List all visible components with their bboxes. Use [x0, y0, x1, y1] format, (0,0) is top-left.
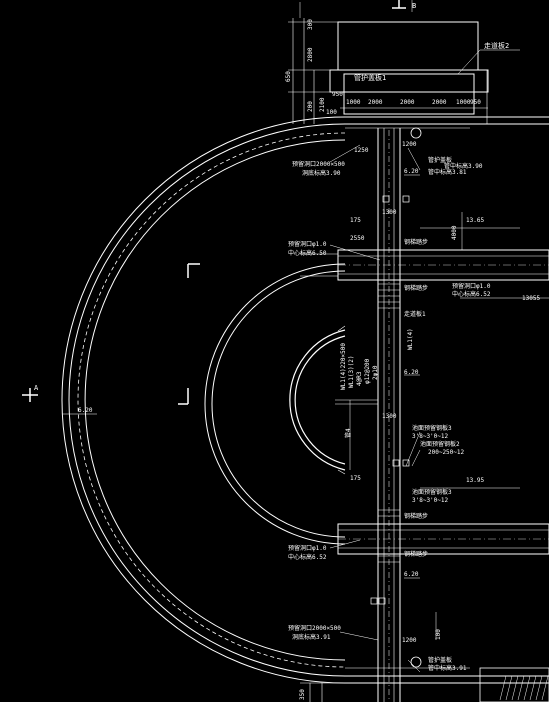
dim-2100: 2100 [319, 97, 326, 112]
pipe-mid-label-1: 池面预留钢板3 [412, 424, 452, 432]
dim-top-b: 2000 [368, 99, 383, 106]
annotations: B A 650 300 200 2800 2100 950 100 1000 2… [34, 2, 540, 700]
dim-13055: 13055 [522, 295, 540, 302]
dim-4000: 4000 [451, 225, 458, 240]
dim-2550: 2550 [350, 235, 365, 242]
pit-b-label-2: 中心标高6.50 [288, 249, 327, 257]
ladder-label-1: 钢梯踏步 [404, 238, 428, 246]
center-axis [335, 399, 378, 470]
pipe-bot-label-2: 3'8~3'0~12 [412, 497, 449, 504]
dim-top-a: 1000 [346, 99, 361, 106]
ladder-rungs [378, 283, 400, 563]
pit-e-label-2: 洞底标高3.91 [292, 633, 331, 641]
dim-175-a: 175 [350, 217, 361, 224]
elev-620-c: 6.20 [404, 571, 419, 578]
vertical-channel [370, 127, 422, 702]
ladder-label-3: 钢梯踏步 [404, 512, 428, 520]
elev-620-a: 6.20 [404, 168, 419, 175]
dimension-lines [288, 0, 488, 124]
dim-100: 100 [326, 109, 337, 116]
top-structure [329, 21, 549, 129]
dim-top-d: 2000 [432, 99, 447, 106]
dim-350: 350 [299, 689, 306, 700]
dim-300: 300 [307, 19, 314, 30]
inner-ring-wall [204, 263, 346, 545]
center-arc [289, 325, 346, 475]
walkway-bottom [337, 523, 549, 555]
pipe-top-label-1: 管护盖板 [428, 156, 452, 164]
leader-lines [62, 49, 549, 673]
dim-1365: 13.65 [466, 217, 484, 224]
dim-1300-a: 1300 [382, 209, 397, 216]
pipe-mid-label-2: 3'8~3'0~12 [412, 433, 449, 440]
pipe-cover-label: 管护盖板1 [354, 73, 386, 82]
pipe-bot-label-4: 管中标高3.91 [428, 664, 467, 672]
pit-d-label-1: 预留洞口φ1.0 [288, 544, 327, 552]
dim-top-e: 1000 [456, 99, 471, 106]
walkway-label-1: 走道板1 [404, 310, 426, 318]
dim-200: 200 [307, 101, 314, 112]
dim-175-b: 175 [350, 475, 361, 482]
round-label-1: WL1(4)220×500 [340, 343, 347, 390]
elev-620-left: 6.20 [78, 407, 93, 414]
pit-e-label-1: 预留洞口2000×500 [288, 624, 341, 632]
round-label-5: 2φ10 [372, 365, 379, 380]
pit-a-label-2: 洞底标高3.90 [302, 169, 341, 177]
ladder-label-2: 钢梯踏步 [404, 284, 428, 292]
top-right-note: 走道板2 [484, 41, 509, 50]
elev-620-b: 6.20 [404, 369, 419, 376]
dim-950: 950 [332, 91, 343, 98]
dim-2800: 2800 [307, 47, 314, 62]
dim-100-b: 100 [435, 629, 442, 640]
pit-c-label-1: 预留洞口φ1.0 [452, 282, 491, 290]
dim-1300-b: 1300 [382, 413, 397, 420]
dim-1200: 1200 [402, 141, 417, 148]
round-label-3: 4@R3 [356, 371, 363, 386]
dim-1200-b: 1200 [402, 637, 417, 644]
tank-outer-wall [61, 116, 346, 684]
dim-1395: 13.95 [466, 477, 484, 484]
pipe-top-label-2: 管中标高3.90 [444, 162, 483, 170]
section-mark-left: A [34, 384, 39, 392]
bottom-hatch [499, 675, 549, 701]
section-cut-marks [22, 0, 406, 405]
pipe-mid-label-4: 200~250~12 [428, 449, 465, 456]
pit-c-label-2: 中心标高6.52 [452, 290, 491, 298]
walkway-top [300, 249, 549, 281]
round-label-2: WL1(3)(2) [348, 355, 355, 388]
round-label-4: φ12@200 [364, 358, 371, 384]
dim-1250: 1250 [354, 147, 369, 154]
bolt-label-1: WL1(4) [407, 328, 414, 350]
pipe-bot-label-3: 管护盖板 [428, 656, 452, 664]
dim-650: 650 [285, 71, 292, 82]
bottom-structure [300, 667, 549, 702]
pipe-mid-label-3: 池面预留钢板2 [420, 440, 460, 448]
dim-top-f: 950 [470, 99, 481, 106]
pit-d-label-2: 中心标高6.52 [288, 553, 327, 561]
pipe-top-label-3: 管中标高3.81 [428, 168, 467, 176]
dim-top-c: 2000 [400, 99, 415, 106]
section-mark-top: B [412, 2, 416, 10]
pit-a-label-1: 预留洞口2000×500 [292, 160, 345, 168]
ladder-label-4: 钢梯踏步 [404, 550, 428, 558]
pit-b-label-1: 预留洞口φ1.0 [288, 240, 327, 248]
pipe-bot-label-1: 池面预留钢板3 [412, 488, 452, 496]
mid-mark: 管4 [344, 428, 352, 438]
